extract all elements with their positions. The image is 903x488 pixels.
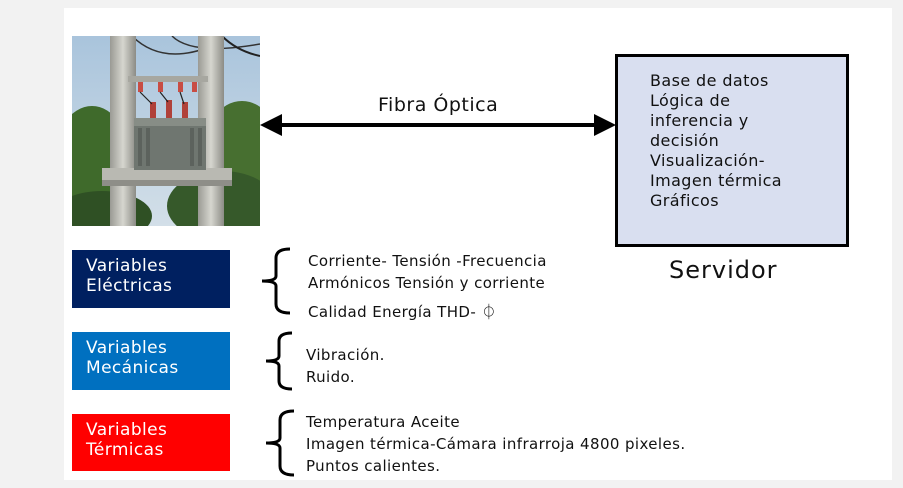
- list-item: Puntos calientes.: [306, 457, 441, 475]
- group-label-line: Variables: [86, 420, 168, 440]
- server-line: Lógica de: [650, 91, 731, 110]
- list-item: Calidad Energía THD- ⏀: [308, 303, 497, 321]
- server-line: Gráficos: [650, 191, 719, 210]
- thermal-variables-box: Variables Térmicas: [72, 414, 230, 471]
- list-item: Ruido.: [306, 368, 356, 386]
- transformer-photo: [72, 36, 260, 226]
- electrical-items: Corriente- Tensión -Frecuencia Armónicos…: [308, 252, 547, 322]
- fiber-optic-arrow: [260, 114, 616, 136]
- group-label-line: Eléctricas: [86, 276, 173, 296]
- list-item: Vibración.: [306, 346, 385, 364]
- server-box: Base de datos Lógica de inferencia y dec…: [615, 54, 849, 247]
- group-label-line: Variables: [86, 338, 168, 358]
- thermal-brace: [265, 409, 295, 477]
- group-label-line: Mecánicas: [86, 358, 179, 378]
- server-line: Imagen térmica: [650, 171, 782, 190]
- server-title: Servidor: [669, 256, 778, 284]
- list-item: Temperatura Aceite: [306, 413, 461, 431]
- server-line: inferencia y: [650, 111, 749, 130]
- list-item: Imagen térmica-Cámara infrarroja 4800 pi…: [306, 435, 686, 453]
- list-item: Armónicos Tensión y corriente: [308, 274, 546, 292]
- server-line: Base de datos: [650, 71, 769, 90]
- server-line: decisión: [650, 131, 720, 150]
- list-item: Corriente- Tensión -Frecuencia: [308, 252, 547, 270]
- electrical-variables-box: Variables Eléctricas: [72, 250, 230, 308]
- electrical-brace: [261, 247, 291, 315]
- thermal-items: Temperatura Aceite Imagen térmica-Cámara…: [306, 411, 686, 477]
- fiber-optic-label: Fibra Óptica: [378, 94, 499, 116]
- mechanical-brace: [265, 331, 293, 391]
- group-label-line: Térmicas: [86, 440, 164, 460]
- mechanical-variables-box: Variables Mecánicas: [72, 332, 230, 390]
- group-label-line: Variables: [86, 256, 168, 276]
- mechanical-items: Vibración. Ruido.: [306, 344, 385, 388]
- server-line: Visualización-: [650, 151, 765, 170]
